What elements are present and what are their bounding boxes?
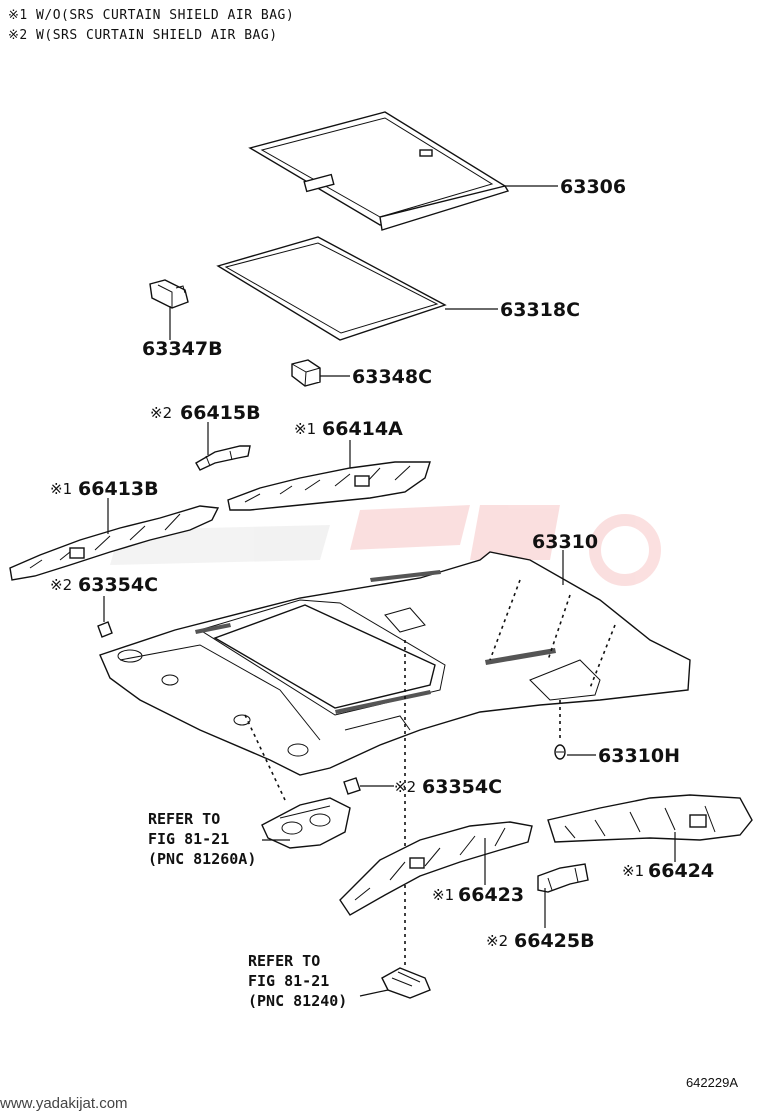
pad-63354C-top[interactable]	[97, 621, 113, 638]
mark-66414A: ※1	[294, 420, 316, 438]
part-number-63310: 63310	[532, 531, 598, 553]
part-number-63347B: 63347B	[142, 338, 223, 360]
note-w-o-airbag: ※1 W/O(SRS CURTAIN SHIELD AIR BAG)	[8, 8, 295, 23]
refer-text-1: REFER TO	[148, 810, 220, 828]
part-number-63306: 63306	[560, 176, 626, 198]
mark-66415B: ※2	[150, 404, 172, 422]
watermark-url[interactable]: www.yadakijat.com	[0, 1095, 128, 1112]
part-number-63310H: 63310H	[598, 745, 680, 767]
clip-66425B[interactable]	[537, 863, 589, 893]
seal-63318C[interactable]	[216, 236, 447, 341]
pad-63354C-bottom[interactable]	[343, 777, 361, 795]
part-number-66414A: 66414A	[322, 418, 403, 440]
part-number-66424: 66424	[648, 860, 714, 882]
sunshade-63306[interactable]	[248, 111, 510, 231]
mark-66424: ※1	[622, 862, 644, 880]
bracket-66424[interactable]	[547, 794, 753, 843]
bracket-63347B[interactable]	[149, 279, 189, 309]
bracket-66423[interactable]	[339, 821, 533, 916]
refer-text-2: REFER TO	[248, 952, 320, 970]
clip-63310H[interactable]	[554, 744, 566, 760]
map-lamp-assembly[interactable]	[261, 797, 351, 849]
part-number-66425B: 66425B	[514, 930, 595, 952]
figure-number: 642229A	[685, 1075, 738, 1090]
part-number-66423: 66423	[458, 884, 524, 906]
note-w-airbag: ※2 W(SRS CURTAIN SHIELD AIR BAG)	[8, 28, 278, 43]
clip-66415B[interactable]	[195, 445, 251, 471]
part-number-63354C-bottom: 63354C	[422, 776, 502, 798]
bracket-63348C[interactable]	[291, 359, 321, 387]
room-lamp-assembly[interactable]	[381, 967, 431, 999]
headliner-63310[interactable]	[99, 551, 691, 776]
bracket-66413B[interactable]	[9, 505, 220, 581]
refer-fig-1: FIG 81-21	[148, 830, 229, 848]
refer-pnc-1: (PNC 81260A)	[148, 850, 256, 868]
refer-pnc-2: (PNC 81240)	[248, 992, 347, 1010]
part-number-63348C: 63348C	[352, 366, 432, 388]
mark-66413B: ※1	[50, 480, 72, 498]
part-number-63354C-top: 63354C	[78, 574, 158, 596]
part-number-66413B: 66413B	[78, 478, 159, 500]
mark-66425B: ※2	[486, 932, 508, 950]
mark-66423: ※1	[432, 886, 454, 904]
part-number-63318C: 63318C	[500, 299, 580, 321]
mark-63354C-top: ※2	[50, 576, 72, 594]
refer-fig-2: FIG 81-21	[248, 972, 329, 990]
part-number-66415B: 66415B	[180, 402, 261, 424]
bracket-66414A[interactable]	[227, 461, 431, 511]
